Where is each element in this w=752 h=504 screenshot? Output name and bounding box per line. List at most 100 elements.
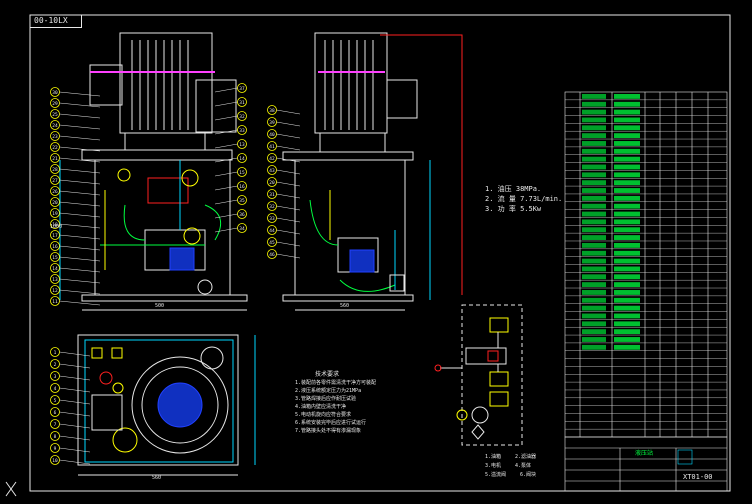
balloon-leader	[276, 169, 301, 175]
balloon-leader	[276, 193, 301, 199]
table-cell-fill	[614, 274, 640, 280]
table-cell-fill	[582, 344, 606, 350]
balloon-leader	[214, 227, 238, 233]
balloon-leader	[276, 157, 301, 163]
balloon-leader	[214, 115, 238, 121]
table-cell-fill	[582, 242, 606, 248]
balloon-leader	[214, 157, 238, 163]
part-balloon-number: 11	[52, 299, 58, 305]
balloon-leader	[59, 289, 101, 295]
part-balloon-number: 34	[239, 226, 245, 232]
table-cell-fill	[614, 305, 640, 311]
part-balloon-number: 42	[269, 156, 275, 162]
part-balloon-number: 20	[52, 200, 58, 206]
spec-line-2: 2. 流 量 7.73L/min.	[485, 195, 563, 203]
part-balloon-number: 43	[269, 168, 275, 174]
balloon-leader	[59, 300, 101, 306]
table-cell-fill	[582, 125, 606, 131]
spec-line-1: 1. 油压 38MPa.	[485, 185, 542, 193]
part-balloon-number: 35	[239, 198, 245, 204]
table-cell-fill	[582, 156, 606, 162]
table-cell-fill	[614, 195, 640, 201]
part-balloon-number: 19	[52, 211, 58, 217]
note-line-3: 3.管路焊接后应作耐压试验	[295, 396, 357, 402]
balloon-leader	[59, 351, 91, 357]
balloon-leader	[214, 213, 238, 219]
part-balloon-number: 40	[269, 132, 275, 138]
table-cell-fill	[614, 211, 640, 217]
balloon-leader	[59, 190, 101, 196]
table-cell-fill	[582, 227, 606, 233]
part-balloon-number: 36	[239, 212, 245, 218]
table-cell-fill	[614, 266, 640, 272]
note-line-2: 2.液压系统额定压力为21MPa	[295, 388, 362, 394]
table-cell-fill	[614, 344, 640, 350]
table-cell-fill	[614, 188, 640, 193]
part-balloon-number: 5	[54, 398, 57, 404]
balloon-leader	[59, 91, 101, 97]
ucs-icon	[5, 481, 17, 497]
dim-label-side: 560	[340, 303, 350, 309]
part-balloon-number: 38	[269, 108, 275, 114]
table-cell-fill	[614, 180, 640, 186]
part-balloon-number: 20	[269, 180, 275, 186]
spec-line-3: 3. 功 率 5.5Kw	[485, 205, 542, 213]
table-cell-fill	[582, 305, 606, 311]
balloon-leader	[59, 201, 101, 207]
table-cell-fill	[582, 321, 606, 327]
part-balloon-number: 14	[239, 156, 245, 162]
part-balloon-number: 39	[269, 120, 275, 126]
legend-item-6: 6.阀块	[520, 472, 537, 478]
note-line-6: 6.系统安装完毕后应进行试运行	[295, 420, 367, 426]
table-cell-fill	[614, 101, 640, 107]
part-balloon-number: 13	[239, 142, 245, 148]
part-balloon-number: 21	[52, 156, 58, 162]
technical-notes: 技术要求 1.装配前各零件需清洗干净方可装配 2.液压系统额定压力为21MPa …	[295, 372, 376, 434]
part-balloon-number: 17	[52, 233, 58, 239]
side-view	[282, 32, 463, 311]
part-balloon-number: 10	[52, 458, 58, 464]
balloon-leader	[59, 168, 101, 174]
balloon-leader	[59, 102, 101, 108]
balloon-leader	[214, 143, 238, 149]
front-view	[59, 32, 248, 311]
balloon-leader	[276, 217, 301, 223]
table-cell-fill	[582, 101, 606, 107]
balloon-leader	[59, 146, 101, 152]
part-balloon-number: 24	[52, 123, 58, 129]
balloon-leader	[59, 212, 101, 218]
table-cell-fill	[582, 235, 606, 240]
balloon-leader	[59, 459, 91, 465]
balloon-leader	[276, 241, 301, 247]
balloon-leader	[59, 399, 91, 405]
balloon-leader	[59, 245, 101, 251]
table-cell-fill	[614, 242, 640, 248]
table-cell-fill	[614, 235, 640, 240]
table-cell-fill	[582, 109, 606, 115]
table-cell-fill	[614, 148, 640, 154]
balloon-leader	[276, 205, 301, 211]
part-balloon-number: 1	[54, 350, 57, 356]
balloon-leader	[214, 199, 238, 205]
balloon-leader	[59, 411, 91, 417]
table-cell-fill	[614, 141, 640, 146]
balloon-leader	[59, 447, 91, 453]
table-cell-fill	[614, 227, 640, 233]
table-cell-fill	[614, 164, 640, 170]
part-balloon-number: 29	[52, 101, 58, 107]
part-balloon-number: 30	[52, 90, 58, 96]
table-cell-fill	[582, 141, 606, 146]
table-cell-fill	[614, 321, 640, 327]
balloon-leader	[214, 101, 238, 107]
balloon-leader	[59, 267, 101, 273]
balloon-leader	[276, 181, 301, 187]
balloon-leader	[276, 145, 301, 151]
table-cell-fill	[582, 188, 606, 193]
dim-label-height: 1000	[50, 224, 63, 230]
balloon-leader	[59, 135, 101, 141]
table-cell-fill	[582, 274, 606, 280]
table-cell-fill	[582, 148, 606, 154]
table-cell-fill	[614, 297, 640, 303]
part-balloons: 3029252423222128272620191817161514131211…	[50, 83, 301, 465]
